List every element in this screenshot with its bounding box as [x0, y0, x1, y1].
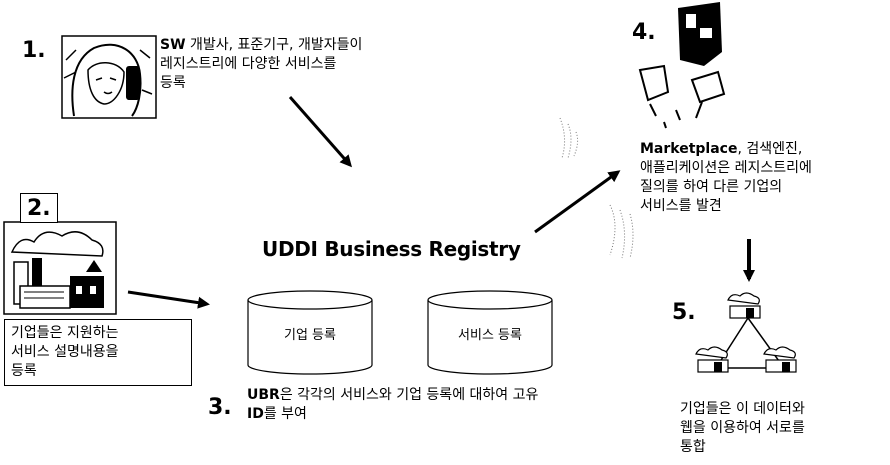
step2-line1: 기업들은 지원하는 [11, 325, 119, 341]
cylinder-service-registration [427, 290, 553, 375]
step1-line3: 등록 [160, 75, 186, 91]
registry-title: UDDI Business Registry [262, 237, 521, 261]
woman-on-phone-icon [61, 35, 157, 119]
arrow-step1-to-registry [288, 96, 352, 168]
step3-number: 3. [208, 395, 232, 420]
step1-line2: 레지스트리에 다양한 서비스를 [160, 56, 337, 72]
step1-bold: SW [160, 37, 186, 53]
step3-line1: UBR은 각각의 서비스와 기업 등록에 대하여 고유 [247, 386, 538, 405]
step2-number: 2. [20, 193, 58, 223]
step4-number: 4. [632, 20, 656, 45]
step4-bold: Marketplace [640, 141, 738, 157]
step5-number: 5. [672, 300, 696, 325]
step3-line2: ID를 부여 [247, 405, 538, 424]
step3-bold-id: ID [247, 406, 264, 422]
step2-line3: 등록 [11, 363, 37, 379]
step2-line2: 서비스 설명내용을 [11, 344, 119, 360]
marketplace-collage-icon [559, 2, 726, 259]
step5-line2: 웹을 이용하여 서로를 [680, 420, 805, 436]
step1-number: 1. [22, 38, 46, 63]
step2-description: 기업들은 지원하는 서비스 설명내용을 등록 [4, 319, 192, 386]
company-buildings-icon [3, 221, 117, 315]
step4-description: Marketplace, 검색엔진, 애플리케이션은 레지스트리에 질의를 하여… [640, 140, 812, 216]
network-triangle-icon [695, 292, 797, 373]
step4-line1: Marketplace, 검색엔진, [640, 140, 812, 159]
step3-description: UBR은 각각의 서비스와 기업 등록에 대하여 고유 ID를 부여 [247, 386, 538, 424]
step5-line1: 기업들은 이 데이터와 [680, 401, 805, 417]
cylinder-label-company: 기업 등록 [284, 328, 336, 343]
step1-description: SW 개발사, 표준기구, 개발자들이 레지스트리에 다양한 서비스를 등록 [160, 36, 362, 93]
step1-line1-rest: 개발사, 표준기구, 개발자들이 [185, 37, 363, 53]
step4-line2: 애플리케이션은 레지스트리에 [640, 160, 812, 176]
step3-line1-rest: 은 각각의 서비스와 기업 등록에 대하여 고유 [279, 387, 539, 403]
step3-bold-ubr: UBR [247, 387, 280, 403]
step3-line2-rest: 를 부여 [263, 406, 307, 422]
arrow-registry-to-step4 [534, 170, 621, 234]
step1-line1: SW 개발사, 표준기구, 개발자들이 [160, 36, 362, 55]
step5-line3: 통합 [680, 439, 706, 455]
arrow-step2-to-registry [127, 290, 210, 309]
step4-line3: 질의를 하여 다른 기업의 [640, 179, 783, 195]
step4-line4: 서비스를 발견 [640, 198, 722, 214]
cylinder-company-registration [247, 290, 373, 375]
cylinder-label-service: 서비스 등록 [458, 328, 522, 343]
step5-description: 기업들은 이 데이터와 웹을 이용하여 서로를 통합 [680, 400, 805, 457]
step4-line1-rest: , 검색엔진, [737, 141, 803, 157]
